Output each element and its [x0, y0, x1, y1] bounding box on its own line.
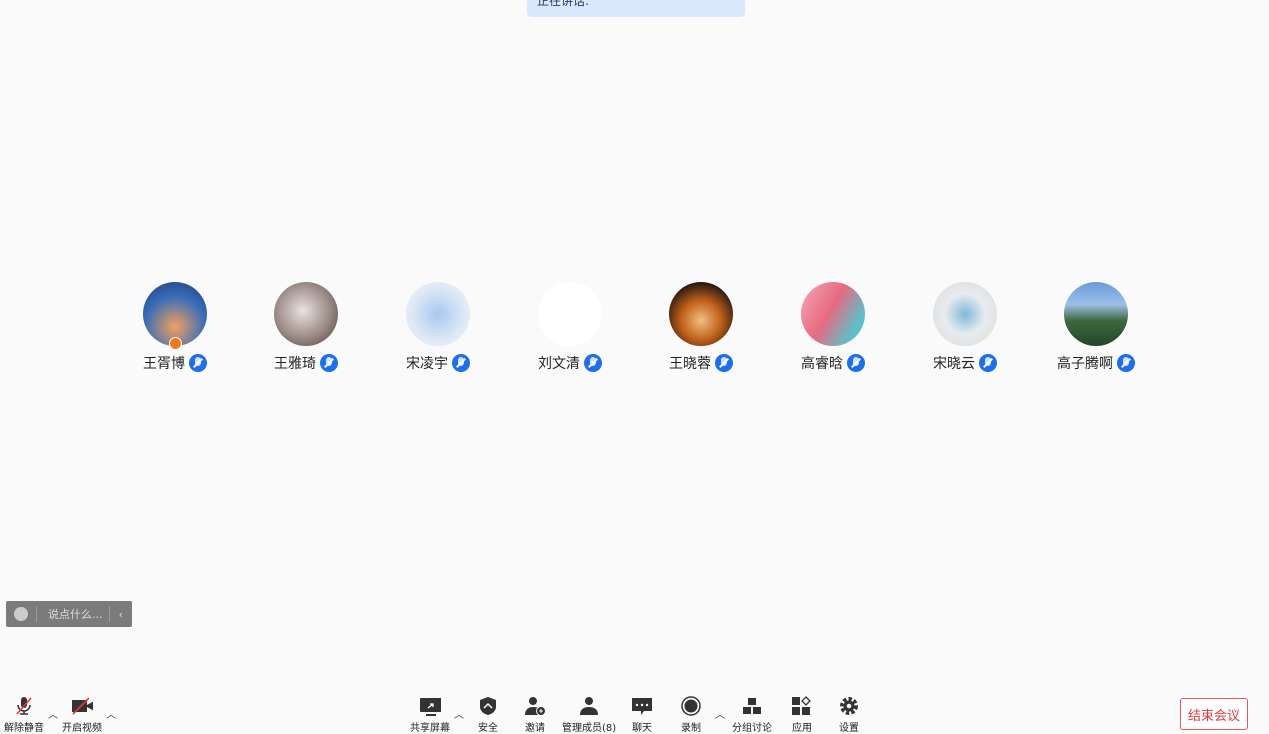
- participant-name: 宋凌宇: [406, 356, 448, 372]
- video-off-icon: [71, 696, 93, 716]
- end-meeting-button[interactable]: 结束会议: [1180, 698, 1248, 730]
- speaking-label: 正在讲话:: [537, 0, 590, 8]
- invite-label: 邀请: [525, 723, 545, 734]
- mic-muted-icon: [979, 354, 997, 372]
- chat-button[interactable]: 聊天: [631, 696, 653, 734]
- collapse-icon[interactable]: ‹: [118, 607, 123, 621]
- divider: [36, 606, 37, 622]
- video-label: 开启视频: [62, 723, 102, 734]
- video-options-caret[interactable]: ︿: [106, 710, 116, 721]
- avatar: [933, 282, 997, 346]
- mic-muted-icon: [847, 354, 865, 372]
- share-label: 共享屏幕: [410, 723, 450, 734]
- participant[interactable]: 王雅琦: [246, 282, 366, 373]
- participant-name: 高子腾啊: [1057, 356, 1113, 372]
- participant-name: 宋晓云: [933, 356, 975, 372]
- mic-off-icon: [13, 696, 35, 716]
- shield-icon: [477, 696, 499, 716]
- mic-muted-icon: [1117, 354, 1135, 372]
- mic-muted-icon: [320, 354, 338, 372]
- mic-muted-icon: [189, 354, 207, 372]
- manage-members-button[interactable]: 管理成员(8): [562, 696, 616, 734]
- settings-label: 设置: [839, 723, 859, 734]
- emoji-icon[interactable]: [14, 607, 28, 621]
- unmute-button[interactable]: 解除静音: [4, 696, 44, 734]
- mic-muted-icon: [584, 354, 602, 372]
- security-button[interactable]: 安全: [477, 696, 499, 734]
- participant[interactable]: 高子腾啊: [1036, 282, 1156, 373]
- participant[interactable]: 宋凌宇: [378, 282, 498, 373]
- record-icon: [680, 696, 702, 716]
- apps-icon: [791, 696, 813, 716]
- chat-label: 聊天: [632, 723, 652, 734]
- participant[interactable]: 高睿晗: [773, 282, 893, 373]
- settings-button[interactable]: 设置: [838, 696, 860, 734]
- share-screen-icon: [419, 696, 441, 716]
- start-video-button[interactable]: 开启视频: [62, 696, 102, 734]
- participant-name: 王胥博: [143, 356, 185, 372]
- chat-input[interactable]: 说点什么...: [48, 608, 103, 621]
- participant[interactable]: 宋晓云: [905, 282, 1025, 373]
- security-label: 安全: [478, 723, 498, 734]
- members-label: 管理成员(8): [562, 723, 617, 734]
- add-user-icon: [524, 696, 546, 716]
- unmute-label: 解除静音: [4, 723, 44, 734]
- mic-muted-icon: [715, 354, 733, 372]
- avatar: [669, 282, 733, 346]
- breakout-icon: [741, 696, 763, 716]
- audio-options-caret[interactable]: ︿: [48, 710, 58, 721]
- breakout-button[interactable]: 分组讨论: [732, 696, 772, 734]
- chat-icon: [631, 696, 653, 716]
- record-label: 录制: [681, 723, 701, 734]
- mic-muted-icon: [452, 354, 470, 372]
- participant-name: 王雅琦: [274, 356, 316, 372]
- apps-button[interactable]: 应用: [791, 696, 813, 734]
- host-icon: [169, 337, 182, 350]
- share-screen-button[interactable]: 共享屏幕: [410, 696, 450, 734]
- gear-icon: [838, 696, 860, 716]
- chat-input-bar[interactable]: 说点什么... ‹: [6, 601, 132, 627]
- invite-button[interactable]: 邀请: [524, 696, 546, 734]
- speaking-banner: 正在讲话:: [527, 0, 745, 17]
- breakout-label: 分组讨论: [732, 723, 772, 734]
- avatar: [406, 282, 470, 346]
- avatar: [538, 282, 602, 346]
- avatar: [143, 282, 207, 350]
- record-options-caret[interactable]: ︿: [715, 710, 725, 721]
- avatar: [801, 282, 865, 346]
- record-button[interactable]: 录制: [680, 696, 702, 734]
- divider: [108, 606, 110, 622]
- avatar: [1064, 282, 1128, 346]
- participant-name: 王晓蓉: [669, 356, 711, 372]
- participant[interactable]: 王晓蓉: [641, 282, 761, 373]
- participant-name: 刘文清: [538, 356, 580, 372]
- share-options-caret[interactable]: ︿: [454, 710, 464, 721]
- apps-label: 应用: [792, 723, 812, 734]
- participant-name: 高睿晗: [801, 356, 843, 372]
- avatar: [274, 282, 338, 346]
- participant[interactable]: 刘文清: [510, 282, 630, 373]
- user-icon: [578, 696, 600, 716]
- participant[interactable]: 王胥博: [115, 282, 235, 373]
